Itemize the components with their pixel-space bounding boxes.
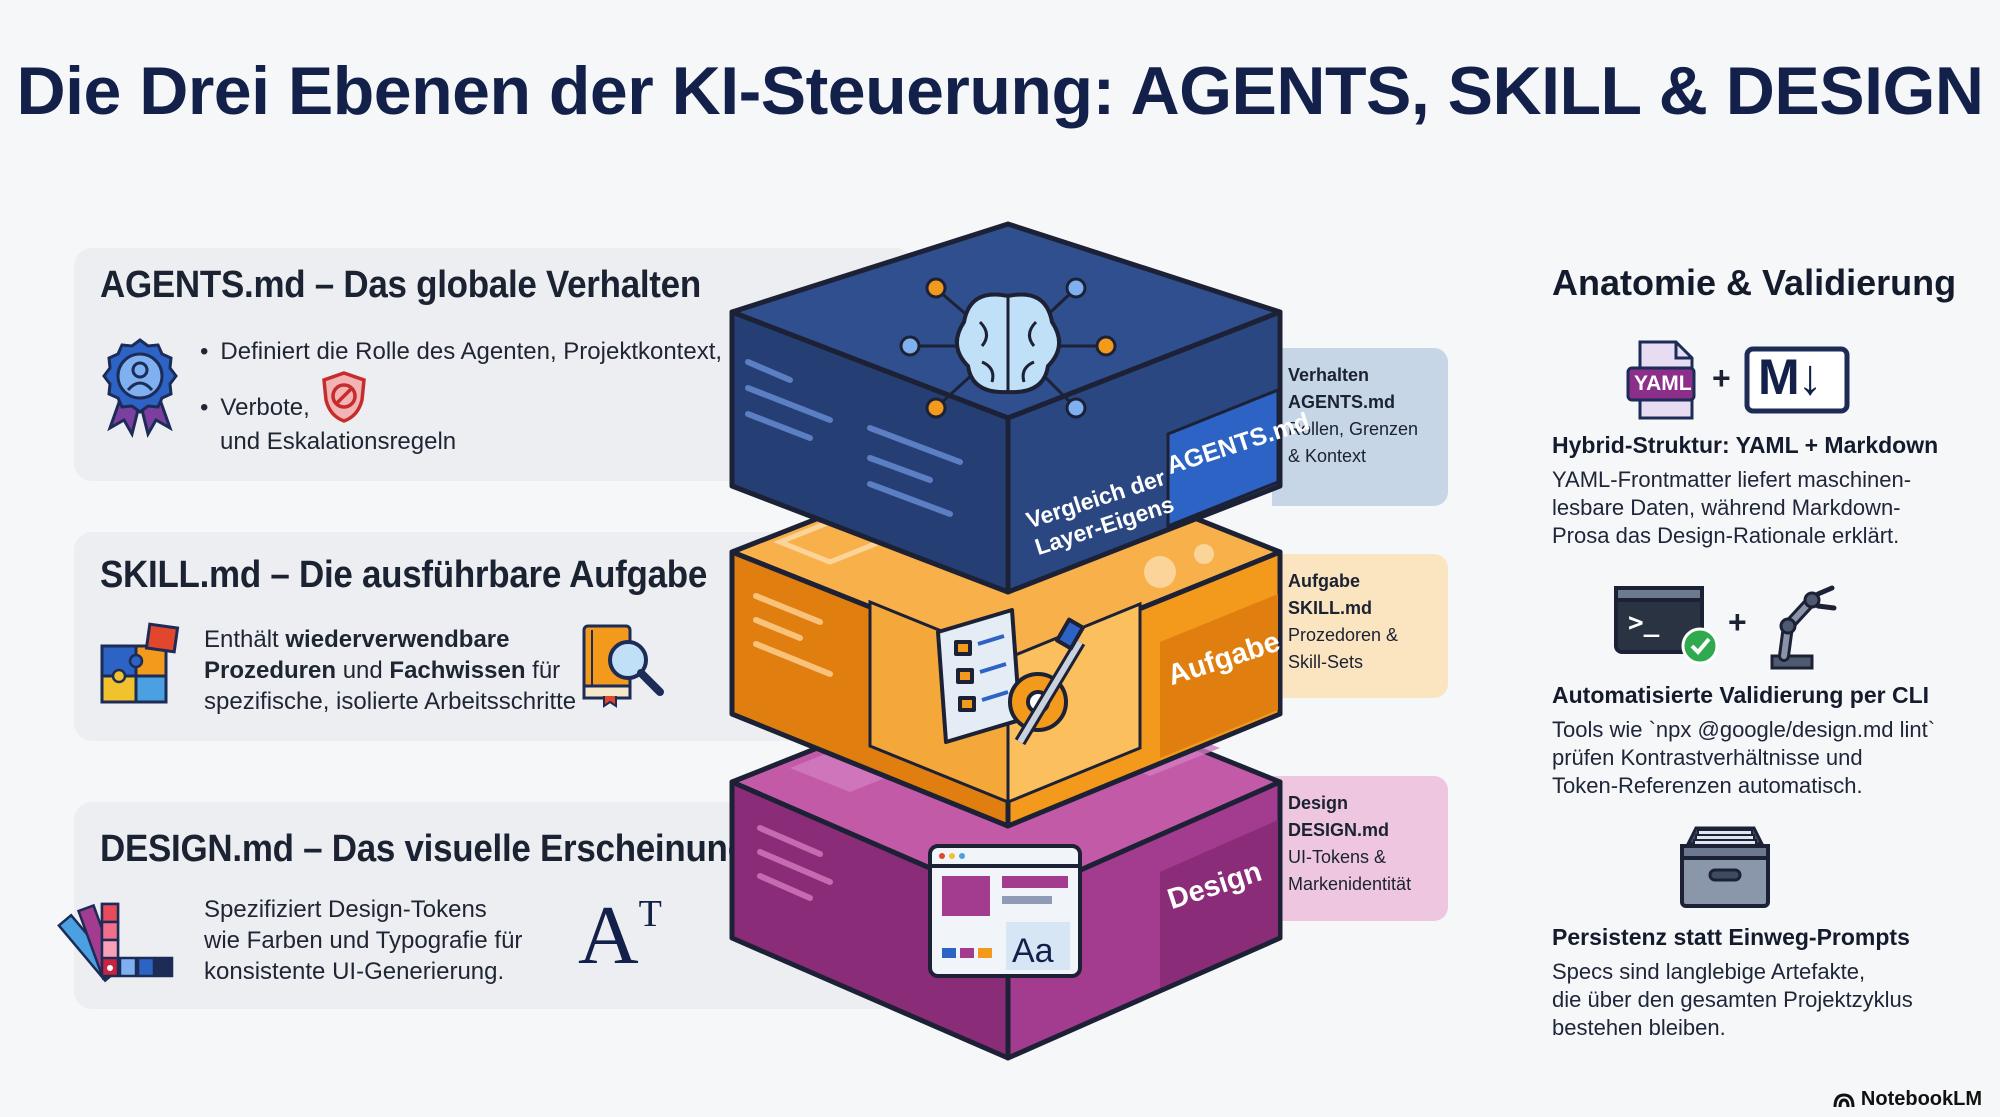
checklist-tools-icon	[936, 608, 1086, 746]
puzzle-icon	[100, 622, 180, 704]
page-title: Die Drei Ebenen der KI-Steuerung: AGENTS…	[16, 53, 1984, 129]
plus-sign-1: +	[1712, 360, 1731, 396]
brain-network-icon	[899, 277, 1117, 419]
hybrid-heading: Hybrid-Struktur: YAML + Markdown	[1552, 432, 1939, 458]
persistence-body: Specs sind langlebige Artefakte,die über…	[1552, 959, 1913, 1040]
terminal-prompt: >_	[1628, 608, 1660, 638]
agents-bullet-1: Definiert die Rolle des Agenten, Projekt…	[200, 336, 722, 367]
book-magnifier-icon	[582, 624, 664, 708]
terminal-check-icon	[1614, 586, 1719, 665]
plus-sign-2: +	[1728, 604, 1747, 640]
skill-card-title: SKILL.md – Die ausführbare Aufgabe	[100, 554, 708, 596]
yaml-label: YAML	[1634, 372, 1692, 395]
agents-card-title: AGENTS.md – Das globale Verhalten	[100, 264, 701, 306]
cli-body: Tools wie `npx @google/design.md lint`pr…	[1552, 717, 1936, 798]
robot-arm-icon	[1770, 585, 1837, 670]
award-ribbon-icon	[102, 338, 178, 438]
markdown-label: M↓	[1758, 349, 1823, 405]
shield-forbidden-icon	[322, 371, 366, 423]
cli-heading: Automatisierte Validierung per CLI	[1552, 682, 1930, 708]
notebooklm-label: NotebookLM	[1860, 1088, 1982, 1110]
archive-box-icon	[1680, 826, 1770, 908]
persistence-heading: Persistenz statt Einweg-Prompts	[1552, 924, 1910, 950]
agents-line-3: und Eskalationsregeln	[220, 428, 457, 455]
markdown-icon	[1744, 346, 1850, 414]
aa-text: Aa	[1012, 932, 1054, 970]
design-text: Spezifiziert Design-Tokens wie Farben un…	[204, 896, 523, 985]
layer-stack-diagram: Aa	[729, 221, 1283, 1061]
notebooklm-brand: NotebookLM	[1833, 1088, 1982, 1111]
color-swatch-icon	[57, 902, 174, 983]
right-column-title: Anatomie & Validierung	[1552, 262, 1957, 303]
agents-bullet-2: Verbote,	[200, 392, 309, 423]
yaml-file-icon	[1626, 340, 1696, 420]
hybrid-body: YAML-Frontmatter liefert maschinen-lesba…	[1552, 467, 1912, 548]
skill-text: Enthält wiederverwendbare Prozeduren und…	[204, 626, 577, 715]
notebooklm-logo-icon	[1833, 1092, 1855, 1107]
design-card-title: DESIGN.md – Das visuelle Erscheinungsbil…	[100, 828, 829, 870]
ui-window-icon	[928, 844, 1082, 978]
typography-icon: AT	[578, 889, 662, 982]
gear-icon	[1144, 544, 1214, 588]
